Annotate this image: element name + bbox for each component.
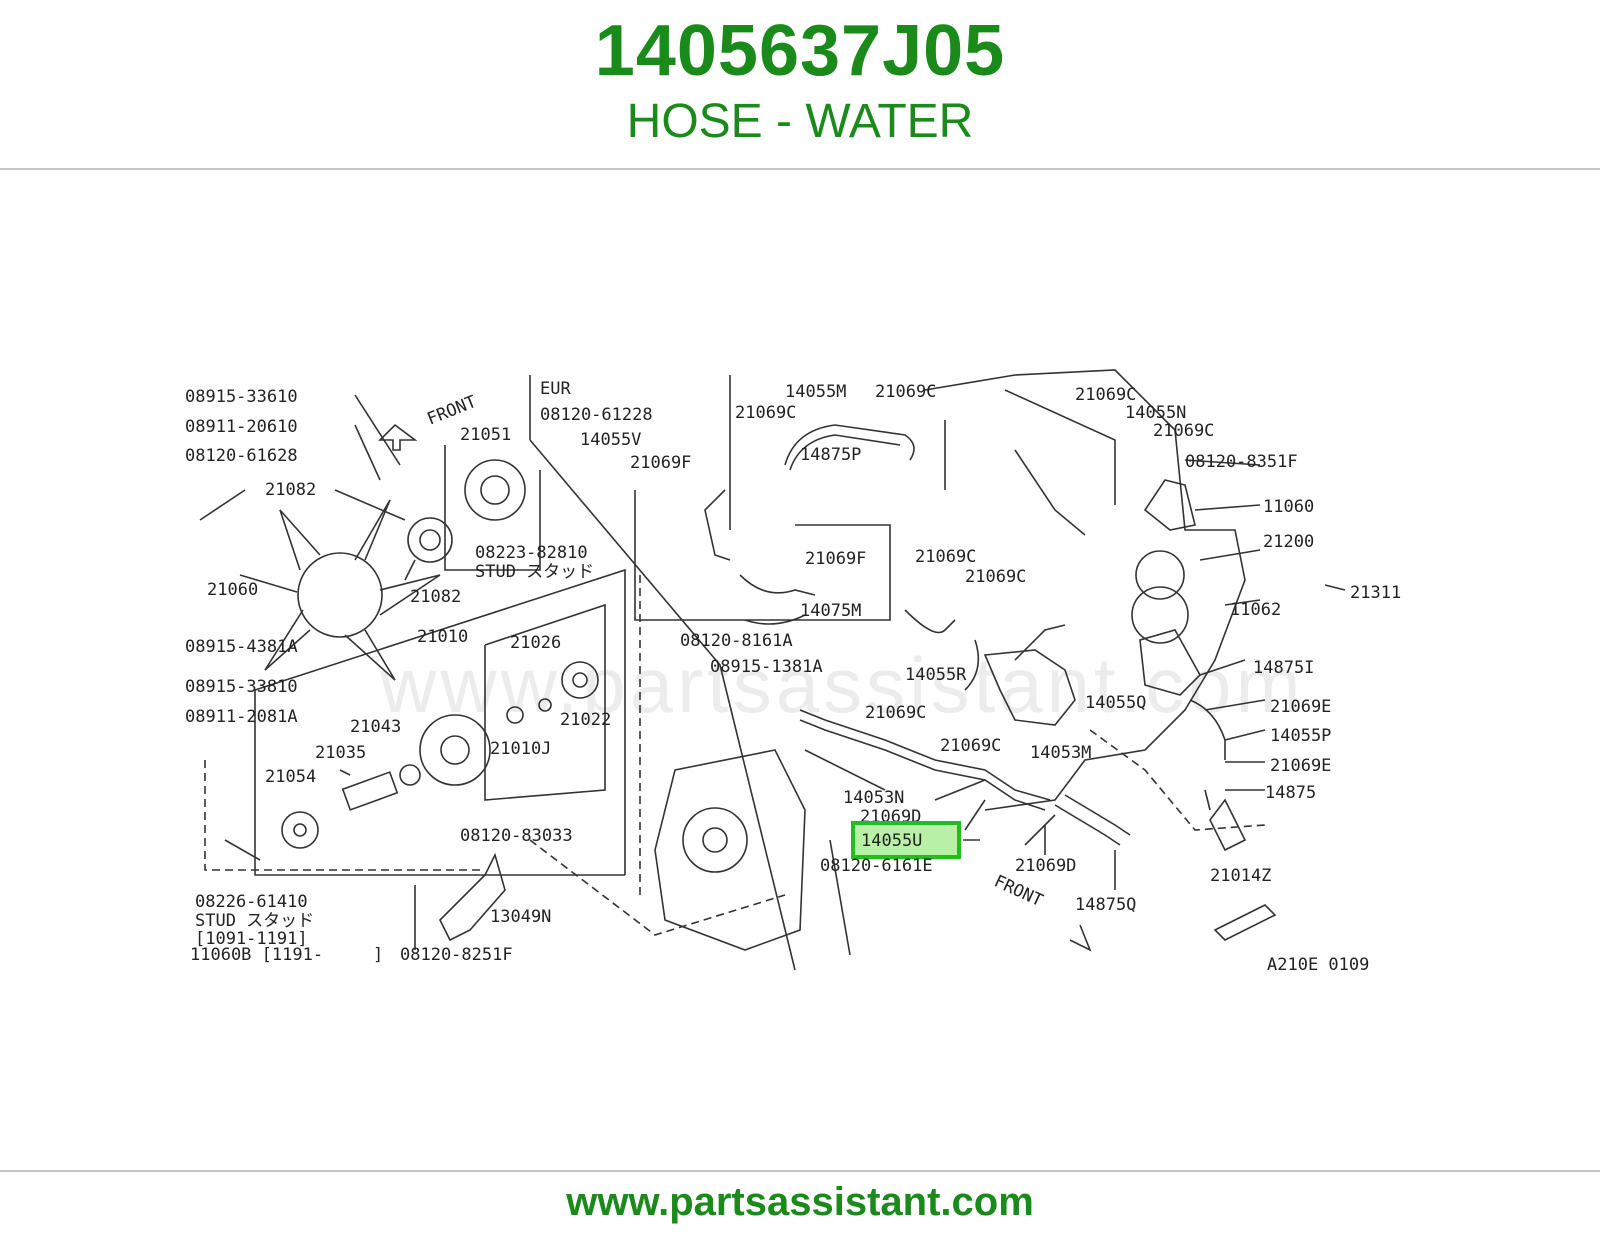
label-b-081208161a[interactable]: 08120-8161A [680,631,793,651]
label-w-089151381a[interactable]: 08915-1381A [710,657,823,677]
label-b-081208351f[interactable]: 08120-8351F [1185,452,1298,472]
parts-diagram: 08915-33610 08911-20610 08120-61628 FRON… [185,330,1415,1010]
label-b-081208251f[interactable]: 08120-8251F [400,945,513,965]
label-range-2: 11060B [1191- [190,945,323,965]
label-21010j[interactable]: 21010J [490,739,551,759]
label-21069c-h[interactable]: 21069C [940,736,1001,756]
label-21200[interactable]: 21200 [1263,532,1314,552]
label-21022[interactable]: 21022 [560,710,611,730]
label-21069c-g[interactable]: 21069C [865,703,926,723]
label-14053m[interactable]: 14053M [1030,743,1091,763]
label-21311[interactable]: 21311 [1350,583,1401,603]
diagram-svg: 08915-33610 08911-20610 08120-61628 FRON… [185,369,1401,975]
label-0822382810[interactable]: 08223-82810 [475,543,588,563]
label-11060[interactable]: 11060 [1263,497,1314,517]
label-21082-b[interactable]: 21082 [410,587,461,607]
label-n-089112081a[interactable]: 08911-2081A [185,707,298,727]
label-14055v[interactable]: 14055V [580,430,641,450]
label-21054[interactable]: 21054 [265,767,316,787]
label-14875p[interactable]: 14875P [800,445,861,465]
label-diagram-code: A210E 0109 [1267,955,1369,975]
label-b-0812083033[interactable]: 08120-83033 [460,826,573,846]
label-14875q[interactable]: 14875Q [1075,895,1136,915]
fan [239,499,441,681]
label-21069f-a[interactable]: 21069F [630,453,691,473]
label-w-089154381a[interactable]: 08915-4381A [185,637,298,657]
highlight-box [851,821,961,859]
label-front-bottom: FRONT [991,871,1046,911]
label-14053n[interactable]: 14053N [843,788,904,808]
label-21069c-d[interactable]: 21069C [1153,421,1214,441]
label-21069d-b[interactable]: 21069D [1015,856,1076,876]
label-14875i[interactable]: 14875I [1253,658,1314,678]
label-front-top: FRONT [424,392,479,430]
label-14055m[interactable]: 14055M [785,382,846,402]
label-21069c-b[interactable]: 21069C [875,382,936,402]
part-number: 1405637J05 [594,11,1006,91]
callout-labels: 08915-33610 08911-20610 08120-61628 FRON… [185,379,1401,975]
label-range-2-end: ] [373,945,383,965]
label-21069c-c[interactable]: 21069C [1075,385,1136,405]
label-11062[interactable]: 11062 [1230,600,1281,620]
header: 1405637J05 HOSE - WATER [0,0,1600,168]
label-14875[interactable]: 14875 [1265,783,1316,803]
label-21051[interactable]: 21051 [460,425,511,445]
label-range-1: [1091-1191] [195,929,308,949]
label-14055r[interactable]: 14055R [905,665,967,685]
label-w-0891533610[interactable]: 08915-33610 [185,387,298,407]
label-14075m[interactable]: 14075M [800,601,861,621]
label-21043[interactable]: 21043 [350,717,401,737]
label-14055p[interactable]: 14055P [1270,726,1331,746]
label-21014z[interactable]: 21014Z [1210,866,1271,886]
label-21010[interactable]: 21010 [417,627,468,647]
label-21069c-f[interactable]: 21069C [965,567,1026,587]
label-13049n[interactable]: 13049N [490,907,551,927]
label-w-0891533810[interactable]: 08915-33810 [185,677,298,697]
diagram-lines [199,369,1346,971]
label-21069e-b[interactable]: 21069E [1270,756,1331,776]
highlighted-callout[interactable]: 14055U [851,821,980,859]
label-21060[interactable]: 21060 [207,580,258,600]
label-21026[interactable]: 21026 [510,633,561,653]
label-14055u[interactable]: 14055U [861,831,922,851]
label-21069e-a[interactable]: 21069E [1270,697,1331,717]
footer-url[interactable]: www.partsassistant.com [566,1180,1034,1224]
part-description: HOSE - WATER [626,95,974,148]
label-eur: EUR [540,379,571,399]
footer-divider [0,1170,1600,1172]
label-21082-a[interactable]: 21082 [265,480,316,500]
label-14055q[interactable]: 14055Q [1085,693,1146,713]
header-divider [0,168,1600,170]
label-b-081206161e[interactable]: 08120-6161E [820,856,933,876]
label-21069f-b[interactable]: 21069F [805,549,866,569]
label-21069c-a[interactable]: 21069C [735,403,796,423]
label-14055n[interactable]: 14055N [1125,403,1186,423]
label-0822661410[interactable]: 08226-61410 [195,892,308,912]
label-b-0812061228[interactable]: 08120-61228 [540,405,653,425]
label-stud-b: STUD スタッド [195,911,314,931]
label-b-0812061628[interactable]: 08120-61628 [185,446,298,466]
label-n-0891120610[interactable]: 08911-20610 [185,417,298,437]
label-21069c-e[interactable]: 21069C [915,547,976,567]
label-stud-a: STUD スタッド [475,562,594,582]
label-21035[interactable]: 21035 [315,743,366,763]
